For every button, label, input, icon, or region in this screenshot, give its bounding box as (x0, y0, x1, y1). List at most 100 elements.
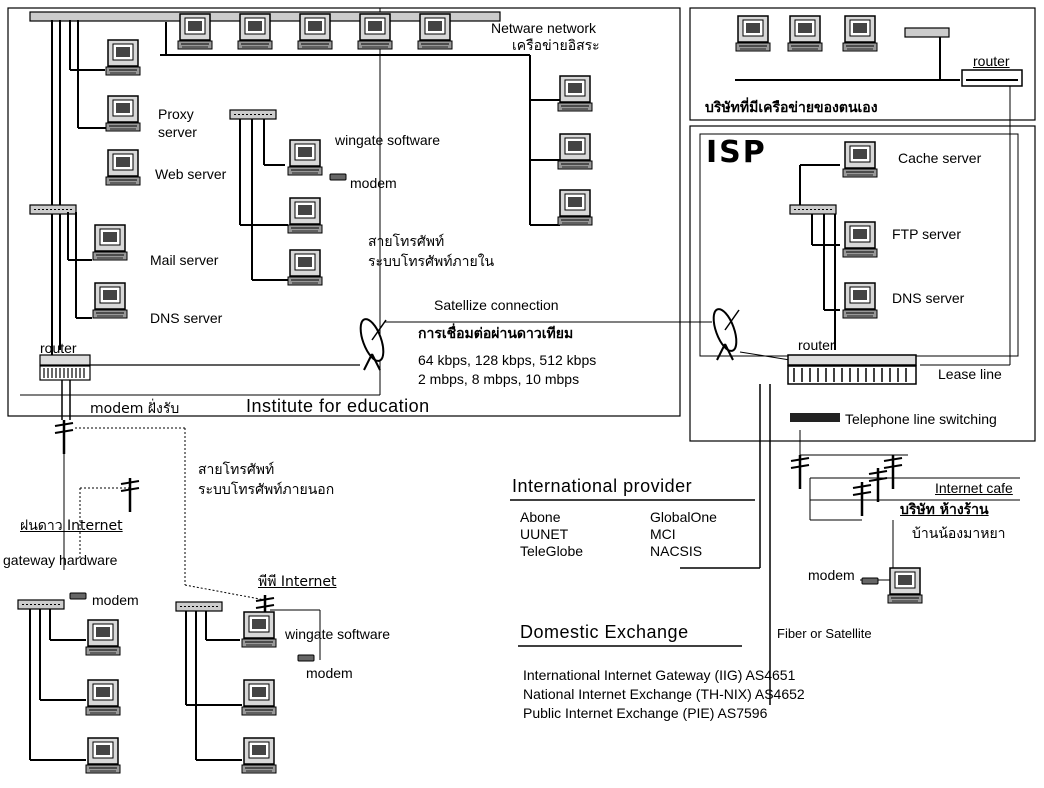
router-icon (962, 70, 1022, 86)
proxy-label-2: server (158, 124, 197, 140)
isp-title: ISP (706, 136, 767, 170)
telephone-pole-icon (869, 468, 887, 502)
computer-icon (418, 14, 452, 49)
satellite-th-label: การเชื่อมต่อผ่านดาวเทียม (418, 326, 573, 342)
router-icon (40, 355, 90, 380)
exchange-list: International Internet Gateway (IIG) AS4… (523, 666, 805, 723)
computer-icon (843, 222, 877, 257)
fiber-satellite-label: Fiber or Satellite (777, 626, 872, 642)
fandao-internet-label: ฝนดาว Internet (20, 518, 123, 534)
company-shop-label: บริษัท ห้างร้าน (900, 502, 989, 518)
institute-label: Institute for education (246, 398, 430, 414)
speeds-label-1: 64 kbps, 128 kbps, 512 kbps (418, 352, 596, 368)
computer-icon (788, 16, 822, 51)
netware-th-label: เครือข่ายอิสระ (512, 38, 600, 54)
computer-icon (558, 134, 592, 169)
modem-home-label: modem (808, 567, 855, 583)
hub-icon (176, 602, 222, 611)
intl-provider-heading: International provider (512, 478, 692, 494)
computer-icon (298, 14, 332, 49)
exchange-item: International Internet Gateway (IIG) AS4… (523, 666, 805, 685)
computer-icon (106, 40, 140, 75)
mail-server-label: Mail server (150, 252, 218, 268)
dns-server-label: DNS server (150, 310, 222, 326)
ftp-server-label: FTP server (892, 226, 961, 242)
computer-icon (888, 568, 922, 603)
computer-icon (86, 738, 120, 773)
computer-icon (358, 14, 392, 49)
telephone-switch-icon (790, 413, 840, 422)
computer-icon (843, 16, 877, 51)
proxy-label-1: Proxy (158, 106, 194, 122)
dns-server-isp-label: DNS server (892, 290, 964, 306)
exchange-item: National Internet Exchange (TH-NIX) AS46… (523, 685, 805, 704)
home-label: บ้านน้องมาหยา (912, 526, 1006, 542)
computer-icon (86, 680, 120, 715)
modem-icon (298, 655, 314, 661)
speeds-label-2: 2 mbps, 8 mbps, 10 mbps (418, 371, 579, 387)
router-label-isp: router (798, 337, 835, 353)
computer-icon (86, 620, 120, 655)
router-label-company: router (973, 53, 1010, 69)
modem-icon (330, 174, 346, 180)
gateway-hardware-label: gateway hardware (3, 552, 117, 568)
computer-icon (843, 142, 877, 177)
modem-left-label: modem (92, 592, 139, 608)
web-server-label: Web server (155, 166, 226, 182)
company-network-label: บริษัทที่มีเครือข่ายของตนเอง (705, 100, 878, 116)
modem-icon (70, 593, 86, 599)
router-label-left: router (40, 340, 77, 356)
hub-icon (790, 205, 836, 214)
computer-icon (288, 250, 322, 285)
lease-line-label: Lease line (938, 366, 1002, 382)
domestic-exchange-heading: Domestic Exchange (520, 624, 689, 640)
satellite-dish-icon (356, 316, 388, 370)
phone-external-label-1: สายโทรศัพท์ (198, 462, 274, 478)
satellite-connection-label: Satellize connection (434, 297, 559, 313)
wingate-top-label: wingate software (335, 132, 440, 148)
computer-icon (238, 14, 272, 49)
hub-icon (905, 28, 949, 37)
computer-icon (288, 198, 322, 233)
satellite-dish-icon (709, 306, 741, 360)
computer-icon (106, 96, 140, 131)
internet-cafe-label: Internet cafe (935, 480, 1013, 496)
wingate-bottom-label: wingate software (285, 626, 390, 642)
router-icon (788, 355, 916, 384)
computer-icon (106, 150, 140, 185)
phone-internal-label-2: ระบบโทรศัพท์ภายใน (368, 254, 494, 270)
phone-internal-label-1: สายโทรศัพท์ (368, 234, 444, 250)
computer-icon (178, 14, 212, 49)
computer-icon (288, 140, 322, 175)
netware-label: Netware network (491, 20, 596, 36)
modem-icon (862, 578, 878, 584)
cache-server-label: Cache server (898, 150, 981, 166)
exchange-item: Public Internet Exchange (PIE) AS7596 (523, 704, 805, 723)
computer-icon (736, 16, 770, 51)
modem-bottom-label: modem (306, 665, 353, 681)
hub-icon (230, 110, 276, 119)
modem-top-label: modem (350, 175, 397, 191)
computer-icon (242, 680, 276, 715)
telephone-pole-icon (853, 482, 871, 516)
hub-icon (30, 205, 76, 214)
computer-icon (843, 283, 877, 318)
computer-icon (242, 738, 276, 773)
pp-internet-label: พีพี Internet (258, 574, 337, 590)
computer-icon (558, 190, 592, 225)
phone-external-label-2: ระบบโทรศัพท์ภายนอก (198, 482, 334, 498)
computer-icon (558, 76, 592, 111)
hub-icon (18, 600, 64, 609)
telephone-pole-icon (791, 455, 809, 489)
telephone-pole-icon (121, 478, 139, 512)
modem-receive-label: modem ฝั่งรับ (90, 401, 179, 417)
telephone-switching-label: Telephone line switching (845, 411, 997, 427)
computer-icon (93, 225, 127, 260)
computer-icon (93, 283, 127, 318)
computer-icon (242, 612, 276, 647)
